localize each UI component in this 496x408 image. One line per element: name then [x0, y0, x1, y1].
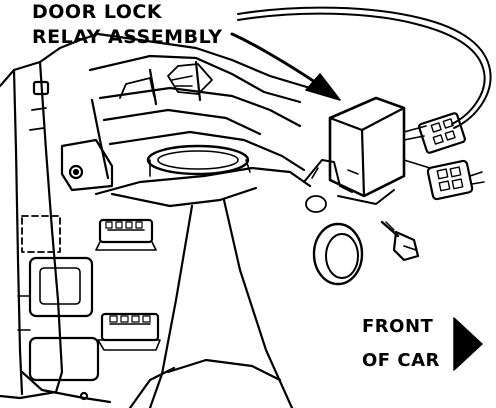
callout-leader-arrow [230, 32, 341, 101]
wiring-connector-upper [95, 218, 157, 251]
kick-panel-left [0, 32, 112, 404]
wiring-connector-lower [97, 312, 161, 351]
wiring-harness [237, 6, 492, 169]
front-text-line-2: OF CAR [362, 350, 440, 371]
grommet-ring [305, 195, 364, 286]
dash-support-bracket [60, 32, 312, 192]
relay-connector-plug-upper [418, 112, 466, 154]
front-direction-arrow [453, 317, 483, 371]
door-lock-relay-module [303, 96, 406, 205]
mounting-bolt [380, 220, 420, 262]
center-console [94, 144, 312, 408]
callout-text-line-2: RELAY ASSEMBLY [32, 26, 223, 48]
relay-connector-plug-lower [426, 159, 485, 201]
callout-text-line-1: DOOR LOCK [32, 1, 163, 23]
front-text-line-1: FRONT [362, 316, 434, 337]
